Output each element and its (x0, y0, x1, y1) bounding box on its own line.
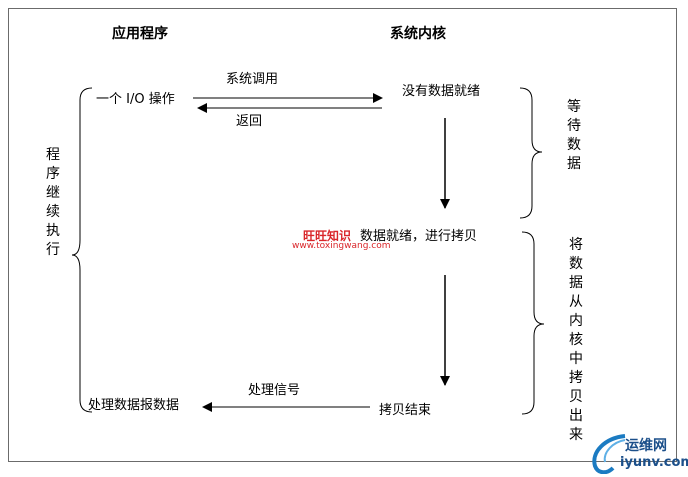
diagram-frame (8, 8, 677, 462)
io-operation-label: 一个 I/O 操作 (96, 92, 175, 107)
kernel-header: 系统内核 (390, 26, 446, 42)
ready-copy-label: 数据就绪，进行拷贝 (360, 229, 478, 244)
copy-data-label: 将数据从内核中拷贝出来 (569, 237, 583, 443)
logo-swirl-icon (592, 434, 626, 474)
left-brace (71, 87, 93, 413)
watermark-url: www.toxingwang.com (292, 241, 391, 251)
wait-data-label: 等待数据 (567, 99, 581, 172)
logo-url: iyunv.com (620, 455, 688, 470)
process-data-label: 处理数据报数据 (88, 398, 180, 413)
copy-done-label: 拷贝结束 (379, 403, 432, 418)
copy-brace (521, 231, 545, 415)
syscall-label: 系统调用 (226, 72, 279, 87)
return-label: 返回 (236, 114, 263, 129)
signal-label: 处理信号 (248, 383, 301, 398)
watermark-text: 旺旺知识 (303, 229, 352, 243)
wait-brace (519, 87, 543, 219)
not-ready-label: 没有数据就绪 (402, 84, 481, 99)
logo-name: 运维网 (625, 438, 667, 454)
app-header: 应用程序 (112, 26, 168, 42)
program-continue-label: 程序继续执行 (46, 147, 60, 258)
